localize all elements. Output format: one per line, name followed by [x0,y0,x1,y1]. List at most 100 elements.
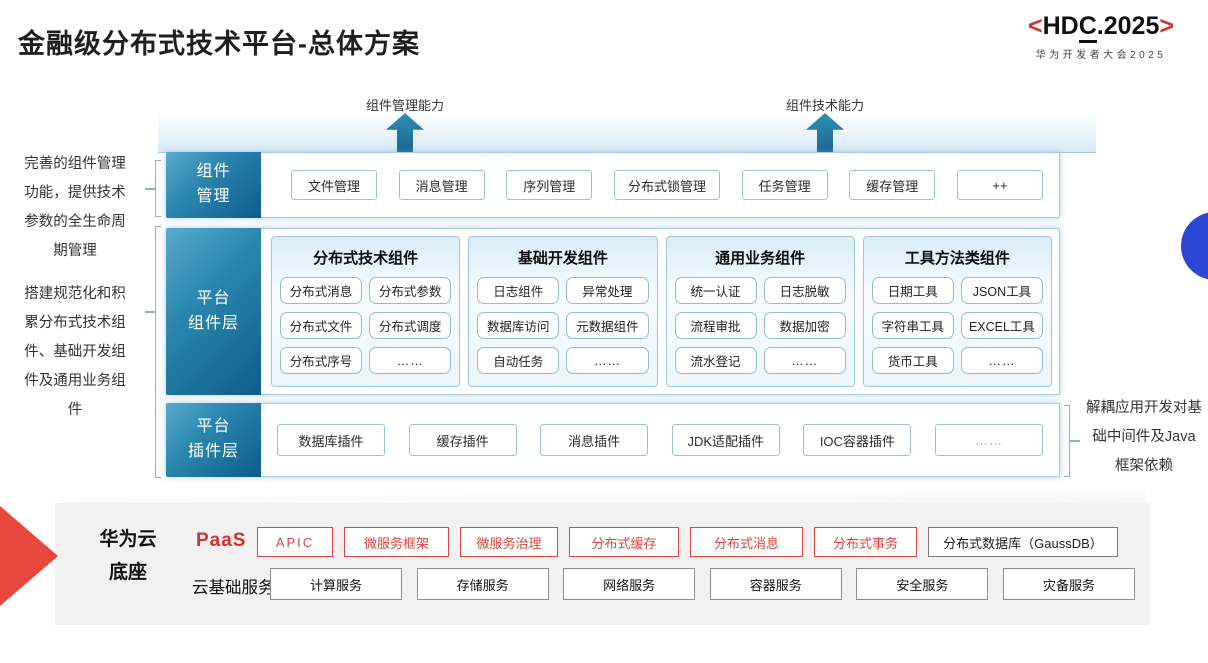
chip-file-management: 文件管理 [291,170,377,200]
column-basic-dev: 基础开发组件 日志组件 异常处理 数据库访问 元数据组件 自动任务 …… [468,236,658,387]
chip-distributed-lock-management: 分布式锁管理 [613,170,720,200]
arrow-label-technical: 组件技术能力 [785,98,864,113]
paas-label: PaaS [196,530,247,551]
cell-json-tool: JSON工具 [960,277,1043,304]
row-component-management-label: 组件 管理 [166,152,261,218]
cloud-disaster-recovery-service: 灾备服务 [1002,568,1135,600]
cell-distributed-parameter: 分布式参数 [369,277,452,304]
cell-ellipsis: …… [566,347,649,374]
cell-distributed-file: 分布式文件 [280,312,363,339]
cell-auto-task: 自动任务 [477,347,560,374]
left-bracket-row1-tick [145,188,155,190]
left-bracket-rows23-tick [145,311,155,313]
column-grid: 统一认证 日志脱敏 流程审批 数据加密 流水登记 …… [674,277,846,374]
page-title: 金融级分布式技术平台-总体方案 [18,29,420,59]
column-utility-tools: 工具方法类组件 日期工具 JSON工具 字符串工具 EXCEL工具 货币工具 …… [862,236,1052,387]
hdc-logo-text: <HDC.2025> [1000,12,1202,43]
row-platform-components: 平台 组件层 分布式技术组件 分布式消息 分布式参数 分布式文件 分布式调度 分… [166,228,1060,395]
paas-microservice-framework: 微服务框架 [344,527,449,557]
chip-ioc-container-plugin: IOC容器插件 [803,424,912,456]
column-grid: 日期工具 JSON工具 字符串工具 EXCEL工具 货币工具 …… [871,277,1043,374]
cell-data-encryption: 数据加密 [763,312,846,339]
cell-ellipsis: …… [960,347,1043,374]
cloud-compute-service: 计算服务 [270,568,402,600]
column-grid: 分布式消息 分布式参数 分布式文件 分布式调度 分布式序号 …… [280,277,452,374]
hdc-logo: <HDC.2025> 华为开发者大会2025 [1000,12,1202,61]
cell-currency-tool: 货币工具 [871,347,954,374]
chip-message-plugin: 消息插件 [540,424,649,456]
chip-database-plugin: 数据库插件 [277,424,385,456]
cell-log-masking: 日志脱敏 [763,277,846,304]
cell-database-access: 数据库访问 [477,312,560,339]
cloud-services: 计算服务 存储服务 网络服务 容器服务 安全服务 灾备服务 [270,568,1135,600]
column-grid: 日志组件 异常处理 数据库访问 元数据组件 自动任务 …… [477,277,649,374]
column-title: 工具方法类组件 [904,250,1010,267]
row-platform-components-label: 平台 组件层 [166,228,261,395]
paas-services: APIC 微服务框架 微服务治理 分布式缓存 分布式消息 分布式事务 分布式数据… [257,527,1118,557]
note-component-building: 搭建规范化和积累分布式技术组件、基础开发组件及通用业务组件 [24,286,126,418]
right-bracket-plugins-tick [1070,440,1080,442]
cell-distributed-serial: 分布式序号 [280,347,363,374]
chip-sequence-management: 序列管理 [506,170,593,200]
paas-distributed-transaction: 分布式事务 [814,527,917,557]
cell-ellipsis: …… [763,347,846,374]
note-decoupling: 解耦应用开发对基础中间件及Java框架依赖 [1086,400,1202,474]
gradient-band [158,112,1096,153]
note-component-management: 完善的组件管理功能，提供技术参数的全生命周期管理 [24,156,126,259]
logo-hdc-post: .2025 [1096,12,1160,40]
chip-task-management: 任务管理 [741,170,828,200]
paas-microservice-governance: 微服务治理 [460,527,558,557]
cell-metadata-component: 元数据组件 [566,312,649,339]
paas-apic: APIC [257,527,333,557]
cloud-container-service: 容器服务 [709,568,842,600]
red-wedge-icon [0,506,58,606]
cell-log-component: 日志组件 [477,277,560,304]
right-bracket-plugins [1064,405,1070,477]
chip-ellipsis: …… [934,424,1043,456]
column-common-business: 通用业务组件 统一认证 日志脱敏 流程审批 数据加密 流水登记 …… [665,236,855,387]
row-component-management: 组件 管理 文件管理 消息管理 序列管理 分布式锁管理 任务管理 缓存管理 ++ [166,152,1060,218]
logo-right-bracket: > [1159,12,1174,40]
platform-plugin-items: 数据库插件 缓存插件 消息插件 JDK适配插件 IOC容器插件 …… [277,404,1043,476]
cell-excel-tool: EXCEL工具 [960,312,1043,339]
cloud-storage-service: 存储服务 [416,568,549,600]
cell-process-approval: 流程审批 [674,312,757,339]
left-bracket-rows23 [155,226,161,478]
paas-distributed-message: 分布式消息 [690,527,803,557]
column-title: 通用业务组件 [715,250,806,267]
blue-circle-decoration [1181,212,1208,280]
logo-left-bracket: < [1028,12,1043,40]
cell-string-tool: 字符串工具 [871,312,954,339]
cell-ellipsis: …… [369,347,452,374]
cloud-services-label: 云基础服务 [192,579,275,597]
cloud-security-service: 安全服务 [856,568,989,600]
cell-transaction-register: 流水登记 [674,347,757,374]
foundation-label: 华为云 底座 [99,529,157,584]
paas-gaussdb: 分布式数据库（GaussDB） [928,527,1118,557]
chip-plus-plus: ++ [956,170,1043,200]
cell-distributed-scheduling: 分布式调度 [369,312,452,339]
component-management-items: 文件管理 消息管理 序列管理 分布式锁管理 任务管理 缓存管理 ++ [291,153,1043,217]
cell-unified-auth: 统一认证 [674,277,757,304]
column-distributed-tech: 分布式技术组件 分布式消息 分布式参数 分布式文件 分布式调度 分布式序号 …… [271,236,461,387]
row-platform-plugins-label: 平台 插件层 [166,403,261,477]
paas-distributed-cache: 分布式缓存 [569,527,679,557]
cell-date-tool: 日期工具 [871,277,954,304]
chip-cache-plugin: 缓存插件 [408,424,517,456]
chip-message-management: 消息管理 [398,170,485,200]
cell-distributed-message: 分布式消息 [280,277,363,304]
arrow-label-management: 组件管理能力 [365,98,444,113]
chip-jdk-adapter-plugin: JDK适配插件 [671,424,780,456]
hdc-logo-subtitle: 华为开发者大会2025 [1035,50,1167,61]
cell-exception-handling: 异常处理 [566,277,649,304]
logo-hdc-c: C [1078,12,1097,43]
huawei-cloud-foundation [55,503,1150,625]
column-title: 分布式技术组件 [313,250,419,267]
column-title: 基础开发组件 [517,250,608,267]
row-platform-plugins: 平台 插件层 数据库插件 缓存插件 消息插件 JDK适配插件 IOC容器插件 …… [166,403,1060,477]
left-bracket-row1 [155,160,161,217]
component-columns: 分布式技术组件 分布式消息 分布式参数 分布式文件 分布式调度 分布式序号 ……… [271,236,1052,387]
logo-hdc-pre: HD [1042,12,1079,40]
cloud-network-service: 网络服务 [563,568,696,600]
